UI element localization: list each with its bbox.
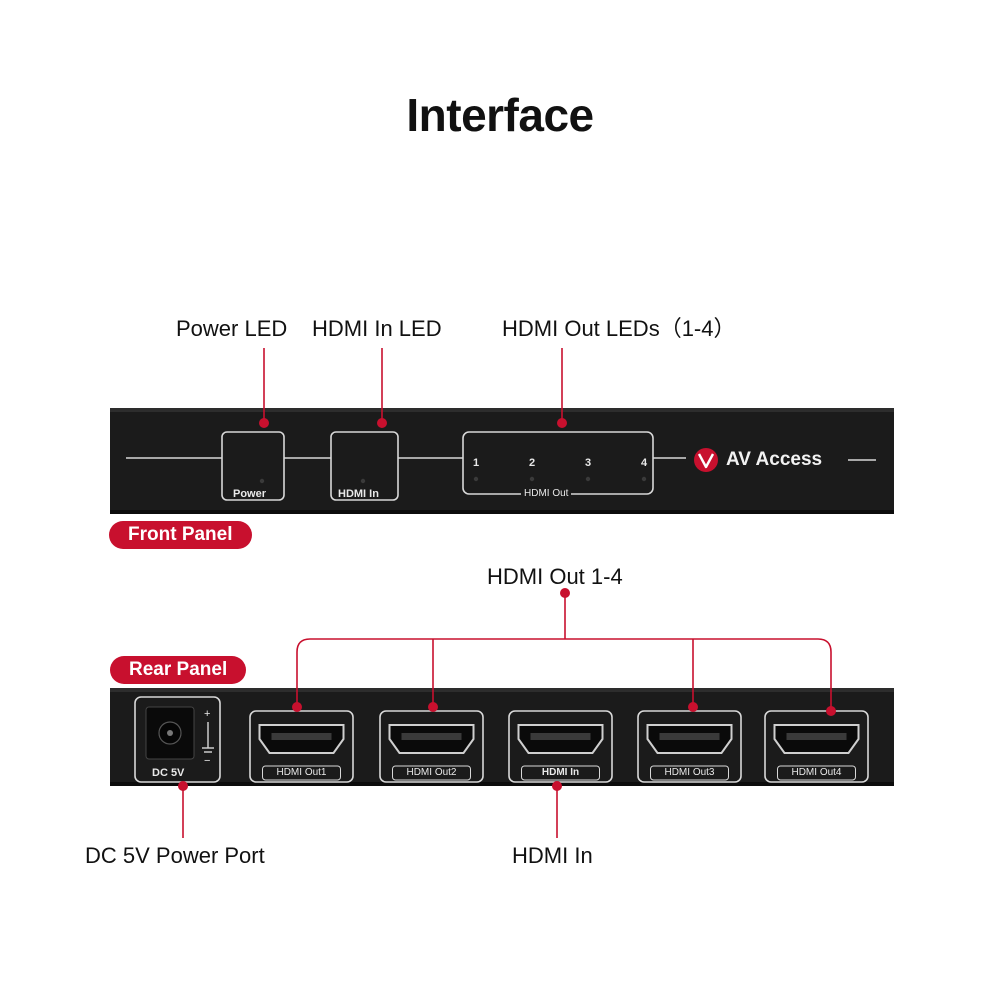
rear-panel-device [110, 688, 894, 786]
polarity-plus: + [204, 708, 211, 720]
power-label: Power [233, 488, 267, 500]
front-panel-device [110, 408, 894, 514]
hdmi-out-label: HDMI Out [521, 488, 572, 500]
hdmi-in-label: HDMI In [338, 488, 379, 500]
hdmi-ports [249, 710, 869, 783]
front-callout-lines [259, 348, 567, 428]
power-led [259, 478, 265, 484]
hdmi-in-led [360, 478, 366, 484]
hdmi-out-3-port-frame [637, 710, 742, 783]
av-access-logo-icon [694, 448, 718, 472]
hdmi-in-port-tongue [530, 733, 591, 740]
hdmi-out-4-port-tongue [786, 733, 847, 740]
hdmi-out-1-port-label-plate [262, 765, 341, 781]
hdmi-in-callout: HDMI In [512, 843, 593, 868]
hdmi-out-1-port-tongue [271, 733, 332, 740]
dc-5v-label: DC 5V [152, 767, 185, 779]
hdmi-out-callout: HDMI Out 1-4 [487, 564, 623, 589]
dc-port-box [134, 696, 221, 783]
power-led-callout: Power LED [176, 316, 288, 341]
hdmi-in-port-label-plate [521, 765, 600, 781]
hdmi-out-led-1 [473, 476, 479, 482]
hdmi-out-3-port-tongue [659, 733, 720, 740]
hdmi-out-led-2 [529, 476, 535, 482]
led-number-4: 4 [641, 457, 648, 469]
hdmi-in-port-frame [508, 710, 613, 783]
led-number-1: 1 [473, 457, 480, 469]
polarity-minus: − [204, 755, 211, 767]
led-number-2: 2 [529, 457, 536, 469]
hdmi-out-4-port-label-plate [777, 765, 856, 781]
hdmi-out-1-port-frame [249, 710, 354, 783]
rear-panel-badge: Rear Panel [110, 656, 247, 684]
hdmi-out-led-4 [641, 476, 647, 482]
hdmi-in-led-callout: HDMI In LED [312, 316, 442, 341]
hdmi-in-led-box [330, 431, 399, 501]
hdmi-out-2-port-label-plate [392, 765, 471, 781]
hdmi-out-leds-callout: HDMI Out LEDs（1-4） [502, 316, 736, 341]
front-panel-badge: Front Panel [109, 521, 252, 549]
hdmi-out-4-port-frame [764, 710, 869, 783]
rear-callout-lines [178, 588, 836, 838]
page-title: Interface [406, 89, 594, 141]
hdmi-out-1-port-label: HDMI Out1 [276, 767, 327, 778]
hdmi-out-led-3 [585, 476, 591, 482]
hdmi-in-port-label: HDMI In [541, 767, 580, 778]
hdmi-out-4-port-label: HDMI Out4 [791, 767, 842, 778]
dc-power-port-callout: DC 5V Power Port [85, 843, 265, 868]
hdmi-out-3-port-label: HDMI Out3 [664, 767, 715, 778]
power-led-box [221, 431, 285, 501]
brand-name: AV Access [726, 449, 823, 470]
hdmi-out-2-port-label: HDMI Out2 [406, 767, 457, 778]
hdmi-out-2-port-tongue [401, 733, 462, 740]
hdmi-out-3-port-label-plate [650, 765, 729, 781]
led-number-3: 3 [585, 457, 592, 469]
